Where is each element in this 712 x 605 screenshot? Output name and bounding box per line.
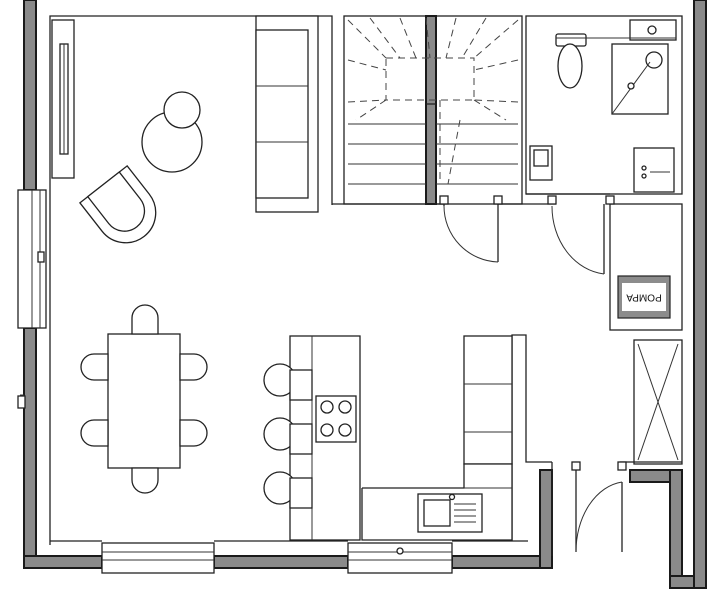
armchair — [78, 164, 157, 244]
cooktop-icon — [315, 395, 357, 443]
pump-label: POMPA — [626, 291, 662, 302]
shower-icon — [611, 43, 669, 115]
interior-walls — [49, 15, 683, 556]
doors — [439, 195, 627, 553]
bathroom-fixtures — [529, 19, 677, 193]
dining-table — [80, 304, 208, 494]
washbasin-icon — [529, 145, 553, 181]
windows — [17, 19, 453, 574]
sofa — [255, 15, 319, 213]
washing-machine-icon — [633, 147, 675, 193]
staircase — [347, 17, 519, 185]
side-tables — [141, 91, 203, 173]
pump-unit: POMPA — [617, 275, 671, 319]
kitchen-sink-icon — [417, 493, 483, 533]
wall-outlet-icon — [17, 395, 26, 409]
toilet-icon — [555, 33, 587, 89]
closet — [637, 343, 679, 461]
